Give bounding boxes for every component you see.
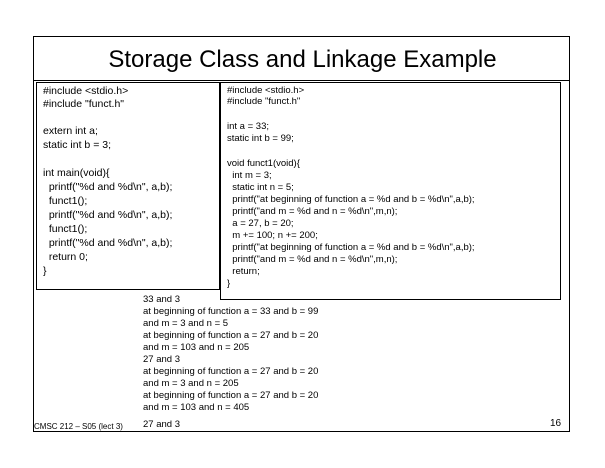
- code-line: funct1();: [43, 223, 88, 235]
- code-line: int a = 33;: [227, 121, 269, 132]
- output-line: and m = 3 and n = 205: [143, 378, 239, 389]
- code-line: static int n = 5;: [227, 182, 294, 193]
- code-line: int main(void){: [43, 167, 110, 179]
- output-line: and m = 103 and n = 205: [143, 342, 250, 353]
- output-line: 33 and 3: [143, 294, 180, 305]
- output-line: at beginning of function a = 27 and b = …: [143, 390, 319, 401]
- code-line: return;: [227, 266, 260, 277]
- code-line: printf("and m = %d and n = %d\n",m,n);: [227, 206, 398, 217]
- code-line: }: [43, 265, 47, 277]
- slide-frame: [33, 36, 570, 432]
- code-line: #include <stdio.h>: [43, 85, 129, 97]
- code-line: #include "funct.h": [227, 96, 301, 107]
- slide-title: Storage Class and Linkage Example: [108, 46, 497, 73]
- output-line: and m = 103 and n = 405: [143, 402, 250, 413]
- code-line: printf("%d and %d\n", a,b);: [43, 209, 173, 221]
- code-line: printf("at beginning of function a = %d …: [227, 194, 475, 205]
- code-line: }: [227, 278, 231, 289]
- code-line: printf("and m = %d and n = %d\n",m,n);: [227, 254, 398, 265]
- code-line: static int b = 99;: [227, 133, 294, 144]
- output-line: at beginning of function a = 27 and b = …: [143, 330, 319, 341]
- main-code-box: #include <stdio.h> #include "funct.h" ex…: [36, 82, 220, 290]
- code-line: funct1();: [43, 195, 88, 207]
- code-line: return 0;: [43, 251, 88, 263]
- code-line: static int b = 3;: [43, 139, 111, 151]
- code-line: void funct1(void){: [227, 158, 300, 169]
- code-line: extern int a;: [43, 125, 98, 137]
- page-number: 16: [550, 418, 562, 429]
- output-line: and m = 3 and n = 5: [143, 318, 229, 329]
- code-line: printf("at beginning of function a = %d …: [227, 242, 475, 253]
- output-line: at beginning of function a = 27 and b = …: [143, 366, 319, 377]
- slide-footer: CMSC 212 – S05 (lect 3): [34, 422, 123, 431]
- funct-code-box: #include <stdio.h> #include "funct.h" in…: [220, 82, 561, 300]
- code-line: m += 100; n += 200;: [227, 230, 318, 241]
- code-line: #include "funct.h": [43, 98, 125, 110]
- code-line: #include <stdio.h>: [227, 85, 305, 96]
- code-line: int m = 3;: [227, 170, 272, 181]
- output-line: 27 and 3: [143, 354, 180, 365]
- code-line: printf("%d and %d\n", a,b);: [43, 181, 173, 193]
- code-line: a = 27, b = 20;: [227, 218, 294, 229]
- code-line: printf("%d and %d\n", a,b);: [43, 237, 173, 249]
- output-line: at beginning of function a = 33 and b = …: [143, 306, 319, 317]
- output-line: 27 and 3: [143, 419, 180, 430]
- title-divider: [33, 80, 570, 81]
